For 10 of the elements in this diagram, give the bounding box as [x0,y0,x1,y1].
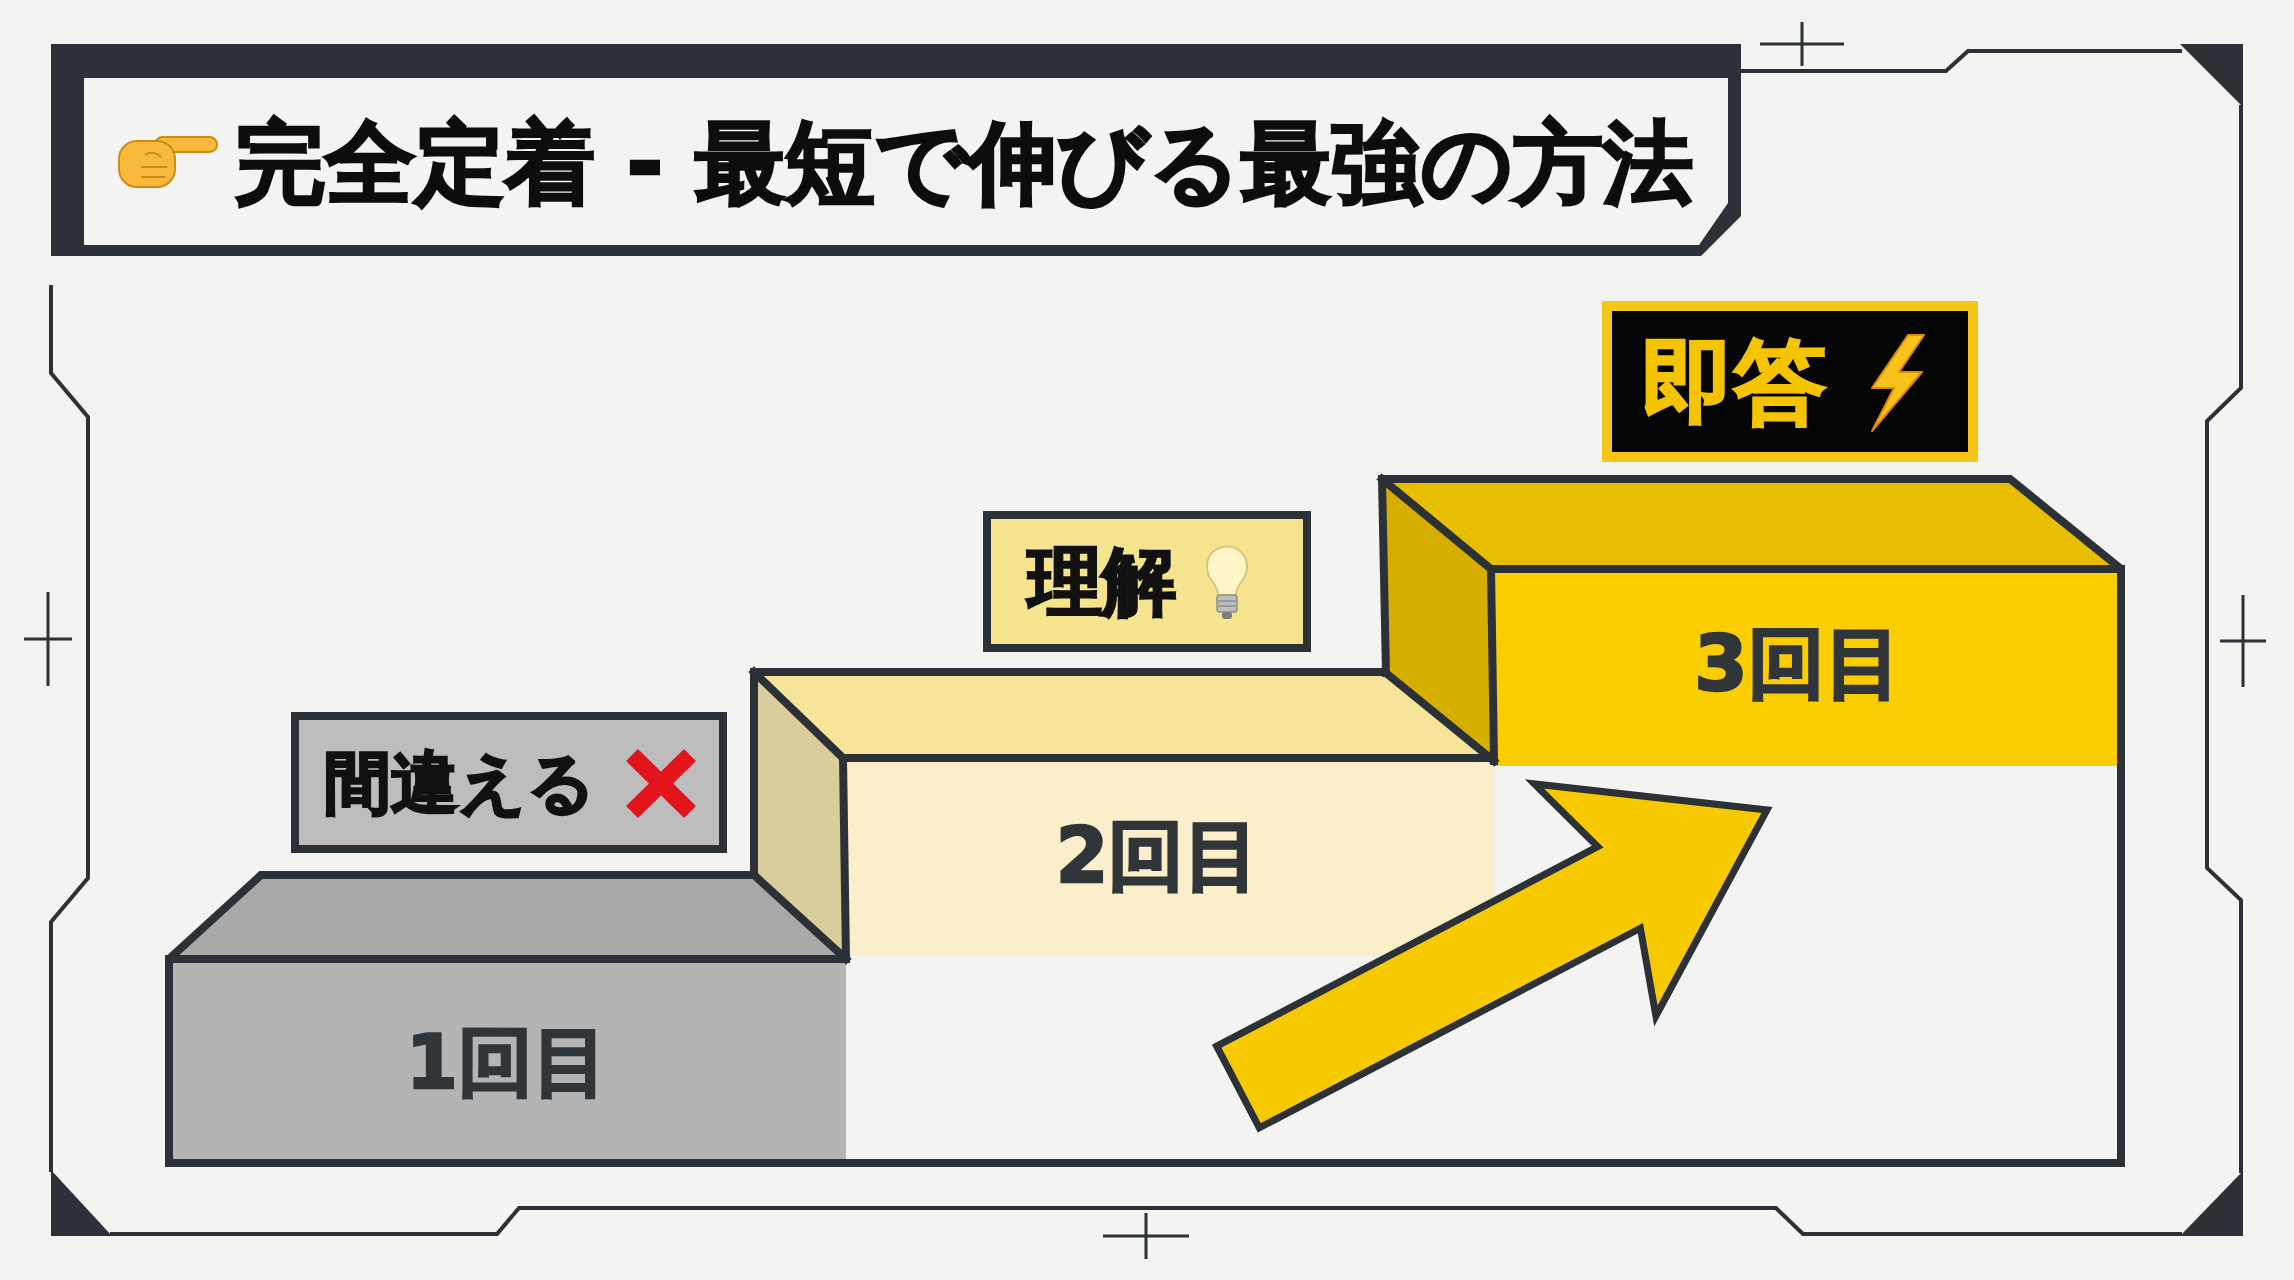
label-text: 間違える [324,749,596,817]
step-label: 3回目 [1694,625,1902,703]
step-label: 1回目 [406,1025,608,1101]
step-label: 2回目 [1055,819,1261,895]
label-text: 即答 [1642,337,1826,429]
label-box [1602,301,1978,462]
label-box [291,712,727,853]
label-box [983,511,1311,652]
title: 完全定着 - 最短で伸びる最強の方法 [235,117,1694,208]
label-text: 理解 [1028,545,1176,619]
